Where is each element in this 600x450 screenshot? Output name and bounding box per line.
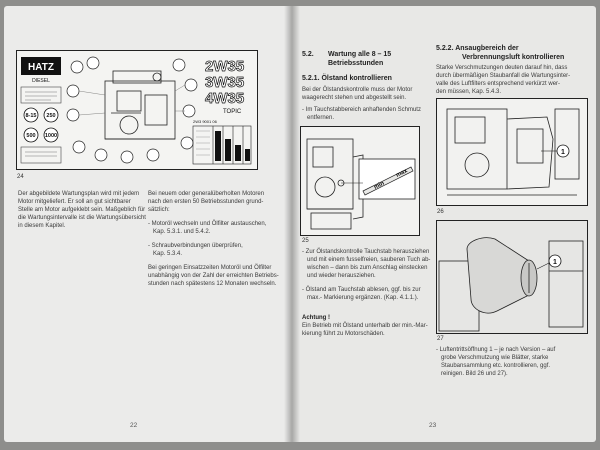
maintenance-chart-figure: HATZ DIESEL 8-15 250 500 1000: [16, 50, 258, 170]
engine-illustration: [104, 70, 176, 140]
intake-pipe-illustration: [438, 237, 584, 332]
section-5-2-heading: 5.2. Wartung alle 8 – 15 Betriebsstunden: [302, 51, 392, 67]
subsection-5-2-1-heading: 5.2.1. Ölstand kontrollieren: [302, 75, 392, 82]
left-body-col2: Bei neuem oder generalüberholten Motoren…: [148, 191, 279, 287]
air-intake-figure-bottom: 1: [436, 220, 588, 334]
oil-check-bullets: - Zur Ölstandskontrolle Tauchstab heraus…: [302, 249, 431, 301]
oil-check-intro: Bei der Ölstandskontrolle muss der Motor…: [302, 87, 413, 101]
intake-engine-illustration: [446, 108, 580, 196]
air-intake-figure-top: 1: [436, 98, 588, 206]
interval-8-15: 8-15: [25, 113, 36, 119]
warning-title: Achtung !: [302, 315, 330, 321]
figure-number-25: 25: [302, 238, 309, 244]
figure-number-27: 27: [437, 336, 444, 342]
dipstick-figure: max min: [300, 126, 420, 236]
right-page: 5.2. Wartung alle 8 – 15 Betriebsstunden…: [290, 6, 596, 442]
intake-intro: Starke Verschmutzungen deuten darauf hin…: [436, 65, 571, 95]
engine-block-illustration: [306, 138, 364, 230]
svg-text:DIESEL: DIESEL: [32, 78, 50, 84]
hatz-logo-text: HATZ: [28, 62, 54, 73]
figure-number-26: 26: [437, 209, 444, 215]
oil-check-bullet-1: - Im Tauchstabbereich anhaftenden Schmut…: [302, 107, 421, 121]
page-number-right: 23: [429, 422, 437, 429]
svg-text:2W3 9001 06: 2W3 9001 06: [193, 119, 218, 124]
book-gutter: [284, 6, 300, 442]
interval-250: 250: [46, 113, 55, 119]
hatz-logo-box: [21, 57, 61, 75]
subsection-5-2-2-heading: 5.2.2. Ansaugbereich der Verbrennungsluf…: [436, 45, 565, 61]
dipstick-min-label: min: [373, 181, 386, 191]
left-body-col1: Der abgebildete Wartungsplan wird mit je…: [18, 191, 146, 229]
model-3w35: 3W35: [205, 74, 244, 91]
warning-text: Ein Betrieb mit Ölstand unterhalb der mi…: [302, 323, 428, 337]
model-4w35: 4W35: [205, 90, 244, 107]
page-number-left: 22: [130, 422, 138, 429]
svg-text:TOPIC: TOPIC: [223, 109, 242, 115]
schedule-table: [192, 125, 252, 165]
interval-1000: 1000: [45, 133, 57, 139]
callout-1-top: 1: [561, 149, 565, 156]
model-2w35: 2W35: [205, 58, 244, 75]
dipstick-max-label: max: [395, 168, 409, 179]
left-page: HATZ DIESEL 8-15 250 500 1000: [4, 6, 292, 442]
intake-bullet: - Luftentrittsöffnung 1 – je nach Versio…: [436, 347, 556, 377]
dipstick-inset: max min: [358, 158, 416, 200]
maintenance-chart-illustration: HATZ DIESEL 8-15 250 500 1000: [20, 56, 252, 165]
interval-500: 500: [26, 133, 35, 139]
callout-1-bottom: 1: [553, 259, 557, 266]
figure-number-24: 24: [17, 174, 24, 180]
